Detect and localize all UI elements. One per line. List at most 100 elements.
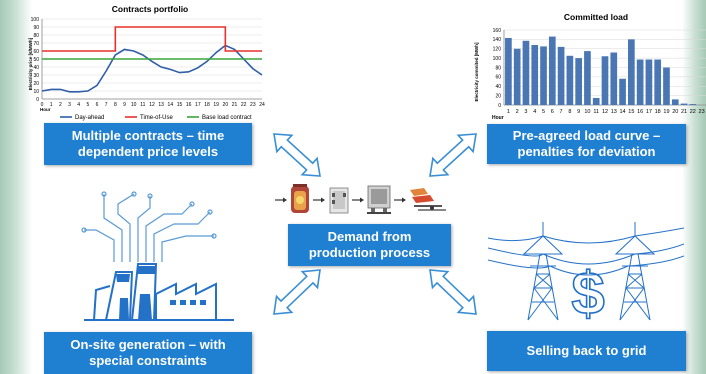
selling-back-box: Selling back to grid: [487, 331, 686, 371]
x-tick-label: 15: [628, 109, 634, 115]
x-axis-label: Hour: [492, 115, 504, 121]
factory-icon: [81, 191, 234, 321]
y-tick-label: 20: [33, 81, 39, 87]
y-tick-label: 70: [33, 41, 39, 47]
contracts-portfolio-chart: Contracts portfolio Electricity price [€…: [28, 4, 265, 121]
x-tick-label: 10: [584, 109, 590, 115]
bar: [505, 37, 512, 105]
x-tick-label: 14: [620, 109, 626, 115]
y-tick-label: 140: [493, 37, 502, 43]
legend: Day-ahead Time-of-Use Base load contract: [60, 115, 252, 121]
y-tick-label: 20: [495, 93, 501, 99]
x-tick-label: 6: [96, 102, 99, 108]
x-tick-label: 21: [232, 102, 238, 108]
committed-load-chart: Committed load Electricity commited [MWh…: [474, 12, 706, 121]
y-tick-label: 0: [36, 97, 39, 103]
bar: [654, 59, 662, 105]
y-tick-label: 0: [498, 103, 501, 109]
x-tick-label: 5: [542, 109, 545, 115]
legend-label-day-ahead: Day-ahead: [75, 115, 104, 121]
x-tick-label: 9: [123, 102, 126, 108]
x-tick-label: 1: [507, 109, 510, 115]
y-tick-label: 90: [33, 25, 39, 31]
double-arrow-bottom-left: [273, 269, 321, 315]
box-line-2: production process: [308, 245, 431, 260]
x-tick-label: 16: [186, 102, 192, 108]
y-tick-label: 160: [493, 28, 502, 34]
chart-title: Committed load: [564, 12, 628, 22]
x-tick-label: 12: [149, 102, 155, 108]
x-tick-label: 7: [105, 102, 108, 108]
y-tick-label: 80: [495, 65, 501, 71]
x-tick-label: 13: [611, 109, 617, 115]
y-tick-label: 100: [31, 17, 40, 23]
pre-agreed-load-box: Pre-agreed load curve –penalties for dev…: [487, 124, 686, 164]
x-tick-label: 4: [77, 102, 80, 108]
dollar-sign: $: [571, 260, 604, 326]
arrow-right-icon: [313, 197, 325, 203]
y-tick-label: 10: [33, 89, 39, 95]
x-tick-label: 1: [50, 102, 53, 108]
x-tick-label: 8: [114, 102, 117, 108]
double-arrow-bottom-right: [429, 269, 477, 315]
bar: [610, 52, 618, 105]
bar: [513, 48, 521, 105]
x-tick-label: 13: [158, 102, 164, 108]
x-tick-label: 12: [602, 109, 608, 115]
bar: [592, 97, 600, 105]
y-tick-label: 100: [493, 56, 502, 62]
bar: [540, 46, 547, 105]
bar: [619, 78, 626, 105]
double-arrow-top-right: [429, 133, 477, 177]
ladle-icon: [329, 187, 349, 214]
y-tick-label: 30: [33, 73, 39, 79]
bar: [663, 67, 670, 105]
y-tick-label: 40: [33, 65, 39, 71]
y-tick-label: 120: [493, 47, 502, 53]
process-chain: [275, 184, 446, 214]
box-line-2: dependent price levels: [77, 144, 219, 159]
bar: [548, 36, 556, 105]
box-line-1: Selling back to grid: [526, 343, 647, 359]
x-tick-label: 15: [177, 102, 183, 108]
x-tick-label: 18: [204, 102, 210, 108]
x-tick-label: 23: [699, 109, 705, 115]
arrow-right-icon: [275, 197, 287, 203]
x-tick-label: 11: [140, 102, 145, 108]
box-line-2: special constraints: [89, 353, 207, 368]
x-tick-label: 9: [577, 109, 580, 115]
x-tick-label: 20: [223, 102, 229, 108]
double-arrow-top-left: [273, 133, 321, 177]
x-tick-label: 19: [663, 109, 669, 115]
furnace-icon: [291, 184, 309, 213]
box-line-1: Demand from: [327, 229, 412, 245]
x-tick-label: 18: [655, 109, 661, 115]
bar: [584, 51, 591, 105]
bar: [689, 104, 697, 105]
x-tick-label: 2: [59, 102, 62, 108]
legend-label-time-of-use: Time-of-Use: [140, 115, 173, 121]
y-axis-label: Electricity price [€/MWh]: [28, 37, 33, 90]
x-tick-label: 22: [690, 109, 696, 115]
x-tick-label: 5: [86, 102, 89, 108]
bar: [575, 58, 582, 105]
bar: [628, 39, 635, 105]
x-tick-label: 8: [568, 109, 571, 115]
x-tick-label: 3: [68, 102, 71, 108]
x-tick-label: 2: [516, 109, 519, 115]
x-tick-label: 24: [259, 102, 265, 108]
x-tick-label: 19: [213, 102, 219, 108]
y-tick-label: 60: [33, 49, 39, 55]
box-line-1: Pre-agreed load curve –: [512, 128, 661, 144]
arrow-right-icon: [394, 197, 406, 203]
x-tick-label: 11: [593, 109, 599, 115]
bar: [557, 46, 565, 105]
bar: [601, 56, 609, 105]
chart-title: Contracts portfolio: [112, 4, 189, 14]
y-axis-label: Electricity commited [MWh]: [474, 42, 479, 102]
x-tick-label: 10: [131, 102, 137, 108]
